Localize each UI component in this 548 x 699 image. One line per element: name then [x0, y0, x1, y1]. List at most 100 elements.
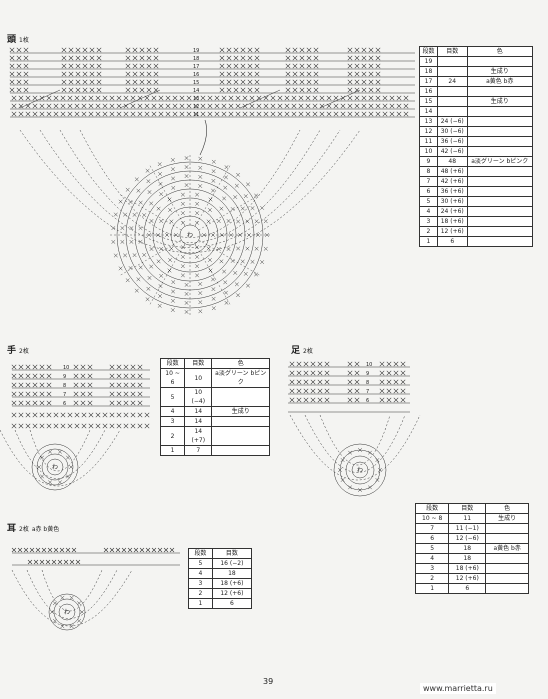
stitch-mark — [347, 79, 353, 85]
stitch-mark — [219, 47, 225, 53]
stitch-mark — [109, 111, 115, 117]
stitch-mark — [368, 87, 374, 93]
stitch-mark — [236, 246, 241, 251]
stitch-mark — [109, 382, 115, 388]
stitch-mark — [354, 87, 360, 93]
table-cell-st: 12 (−6) — [448, 533, 487, 544]
stitch-mark — [238, 233, 242, 237]
stitch-mark — [306, 71, 312, 77]
stitch-mark — [125, 187, 130, 192]
stitch-mark — [109, 423, 115, 429]
stitch-mark — [180, 211, 185, 216]
stitch-mark — [306, 87, 312, 93]
stitch-mark — [298, 103, 304, 109]
stitch-mark — [77, 601, 82, 606]
row-label: 13 — [193, 96, 199, 102]
stitch-mark — [303, 361, 309, 367]
stitch-mark — [324, 397, 330, 403]
stitch-mark — [53, 103, 59, 109]
stitch-mark — [193, 103, 199, 109]
stitch-mark — [247, 233, 251, 237]
stitch-mark — [46, 373, 52, 379]
stitch-mark — [249, 95, 255, 101]
stitch-mark — [139, 79, 145, 85]
stitch-mark — [23, 547, 29, 553]
stitch-mark — [157, 162, 162, 167]
table-cell-row: 3 — [188, 578, 213, 589]
table-cell-row: 19 — [419, 56, 438, 67]
stitch-mark — [382, 111, 388, 117]
stitch-mark — [75, 79, 81, 85]
stitch-mark — [247, 87, 253, 93]
table-cell-color: a黄色 b赤 — [485, 543, 529, 554]
table-cell-color: 生成り — [466, 96, 534, 107]
stitch-mark — [208, 197, 213, 202]
stitch-mark — [95, 103, 101, 109]
row-label: 9 — [366, 371, 369, 377]
table-cell-st: 10 (−4) — [184, 387, 213, 407]
stitch-mark — [32, 103, 38, 109]
diagram-line — [198, 194, 260, 231]
stitch-mark — [306, 47, 312, 53]
diagram-line — [239, 89, 281, 109]
stitch-mark — [39, 391, 45, 397]
stitch-mark — [53, 412, 59, 418]
stitch-mark — [211, 159, 216, 164]
stitch-mark — [396, 103, 402, 109]
diagram-line — [120, 194, 182, 231]
stitch-mark — [123, 364, 129, 370]
stitch-mark — [137, 423, 143, 429]
stitch-mark — [73, 364, 79, 370]
stitch-mark — [223, 185, 228, 190]
stitch-mark — [208, 268, 213, 273]
stitch-mark — [285, 47, 291, 53]
stitch-mark — [221, 111, 227, 117]
stitch-mark — [375, 71, 381, 77]
stitch-mark — [165, 95, 171, 101]
stitch-mark — [184, 165, 189, 170]
stitch-mark — [254, 193, 259, 198]
stitch-mark — [153, 55, 159, 61]
stitch-mark — [292, 47, 298, 53]
stitch-mark — [195, 220, 199, 225]
row-label: 9 — [63, 374, 66, 380]
stitch-mark — [74, 111, 80, 117]
stitch-mark — [133, 547, 139, 553]
stitch-mark — [145, 547, 151, 553]
stitch-mark — [157, 547, 163, 553]
stitch-mark — [18, 103, 24, 109]
stitch-mark — [32, 391, 38, 397]
round-guide — [11, 569, 133, 627]
stitch-mark — [333, 95, 339, 101]
stitch-mark — [53, 547, 59, 553]
stitch-mark — [317, 388, 323, 394]
table-cell-st: 12 (+6) — [448, 573, 487, 584]
stitch-mark — [226, 247, 231, 251]
stitch-mark — [214, 111, 220, 117]
stitch-mark — [149, 264, 154, 269]
stitch-mark — [393, 370, 399, 376]
stitch-mark — [198, 165, 203, 170]
stitch-mark — [214, 103, 220, 109]
stitch-mark — [305, 111, 311, 117]
stitch-mark — [382, 103, 388, 109]
stitch-mark — [263, 95, 269, 101]
stitch-mark — [29, 547, 35, 553]
stitch-mark — [246, 182, 250, 187]
stitch-mark — [11, 373, 17, 379]
stitch-mark — [169, 246, 174, 251]
stitch-mark — [132, 253, 137, 258]
stitch-mark — [396, 95, 402, 101]
stitch-mark — [181, 220, 185, 225]
stitch-mark — [132, 71, 138, 77]
stitch-mark — [23, 47, 29, 53]
table-cell-color — [466, 206, 534, 217]
stitch-mark — [310, 361, 316, 367]
stitch-mark — [130, 364, 136, 370]
stitch-mark — [172, 111, 178, 117]
stitch-mark — [158, 181, 163, 186]
stitch-mark — [169, 547, 175, 553]
